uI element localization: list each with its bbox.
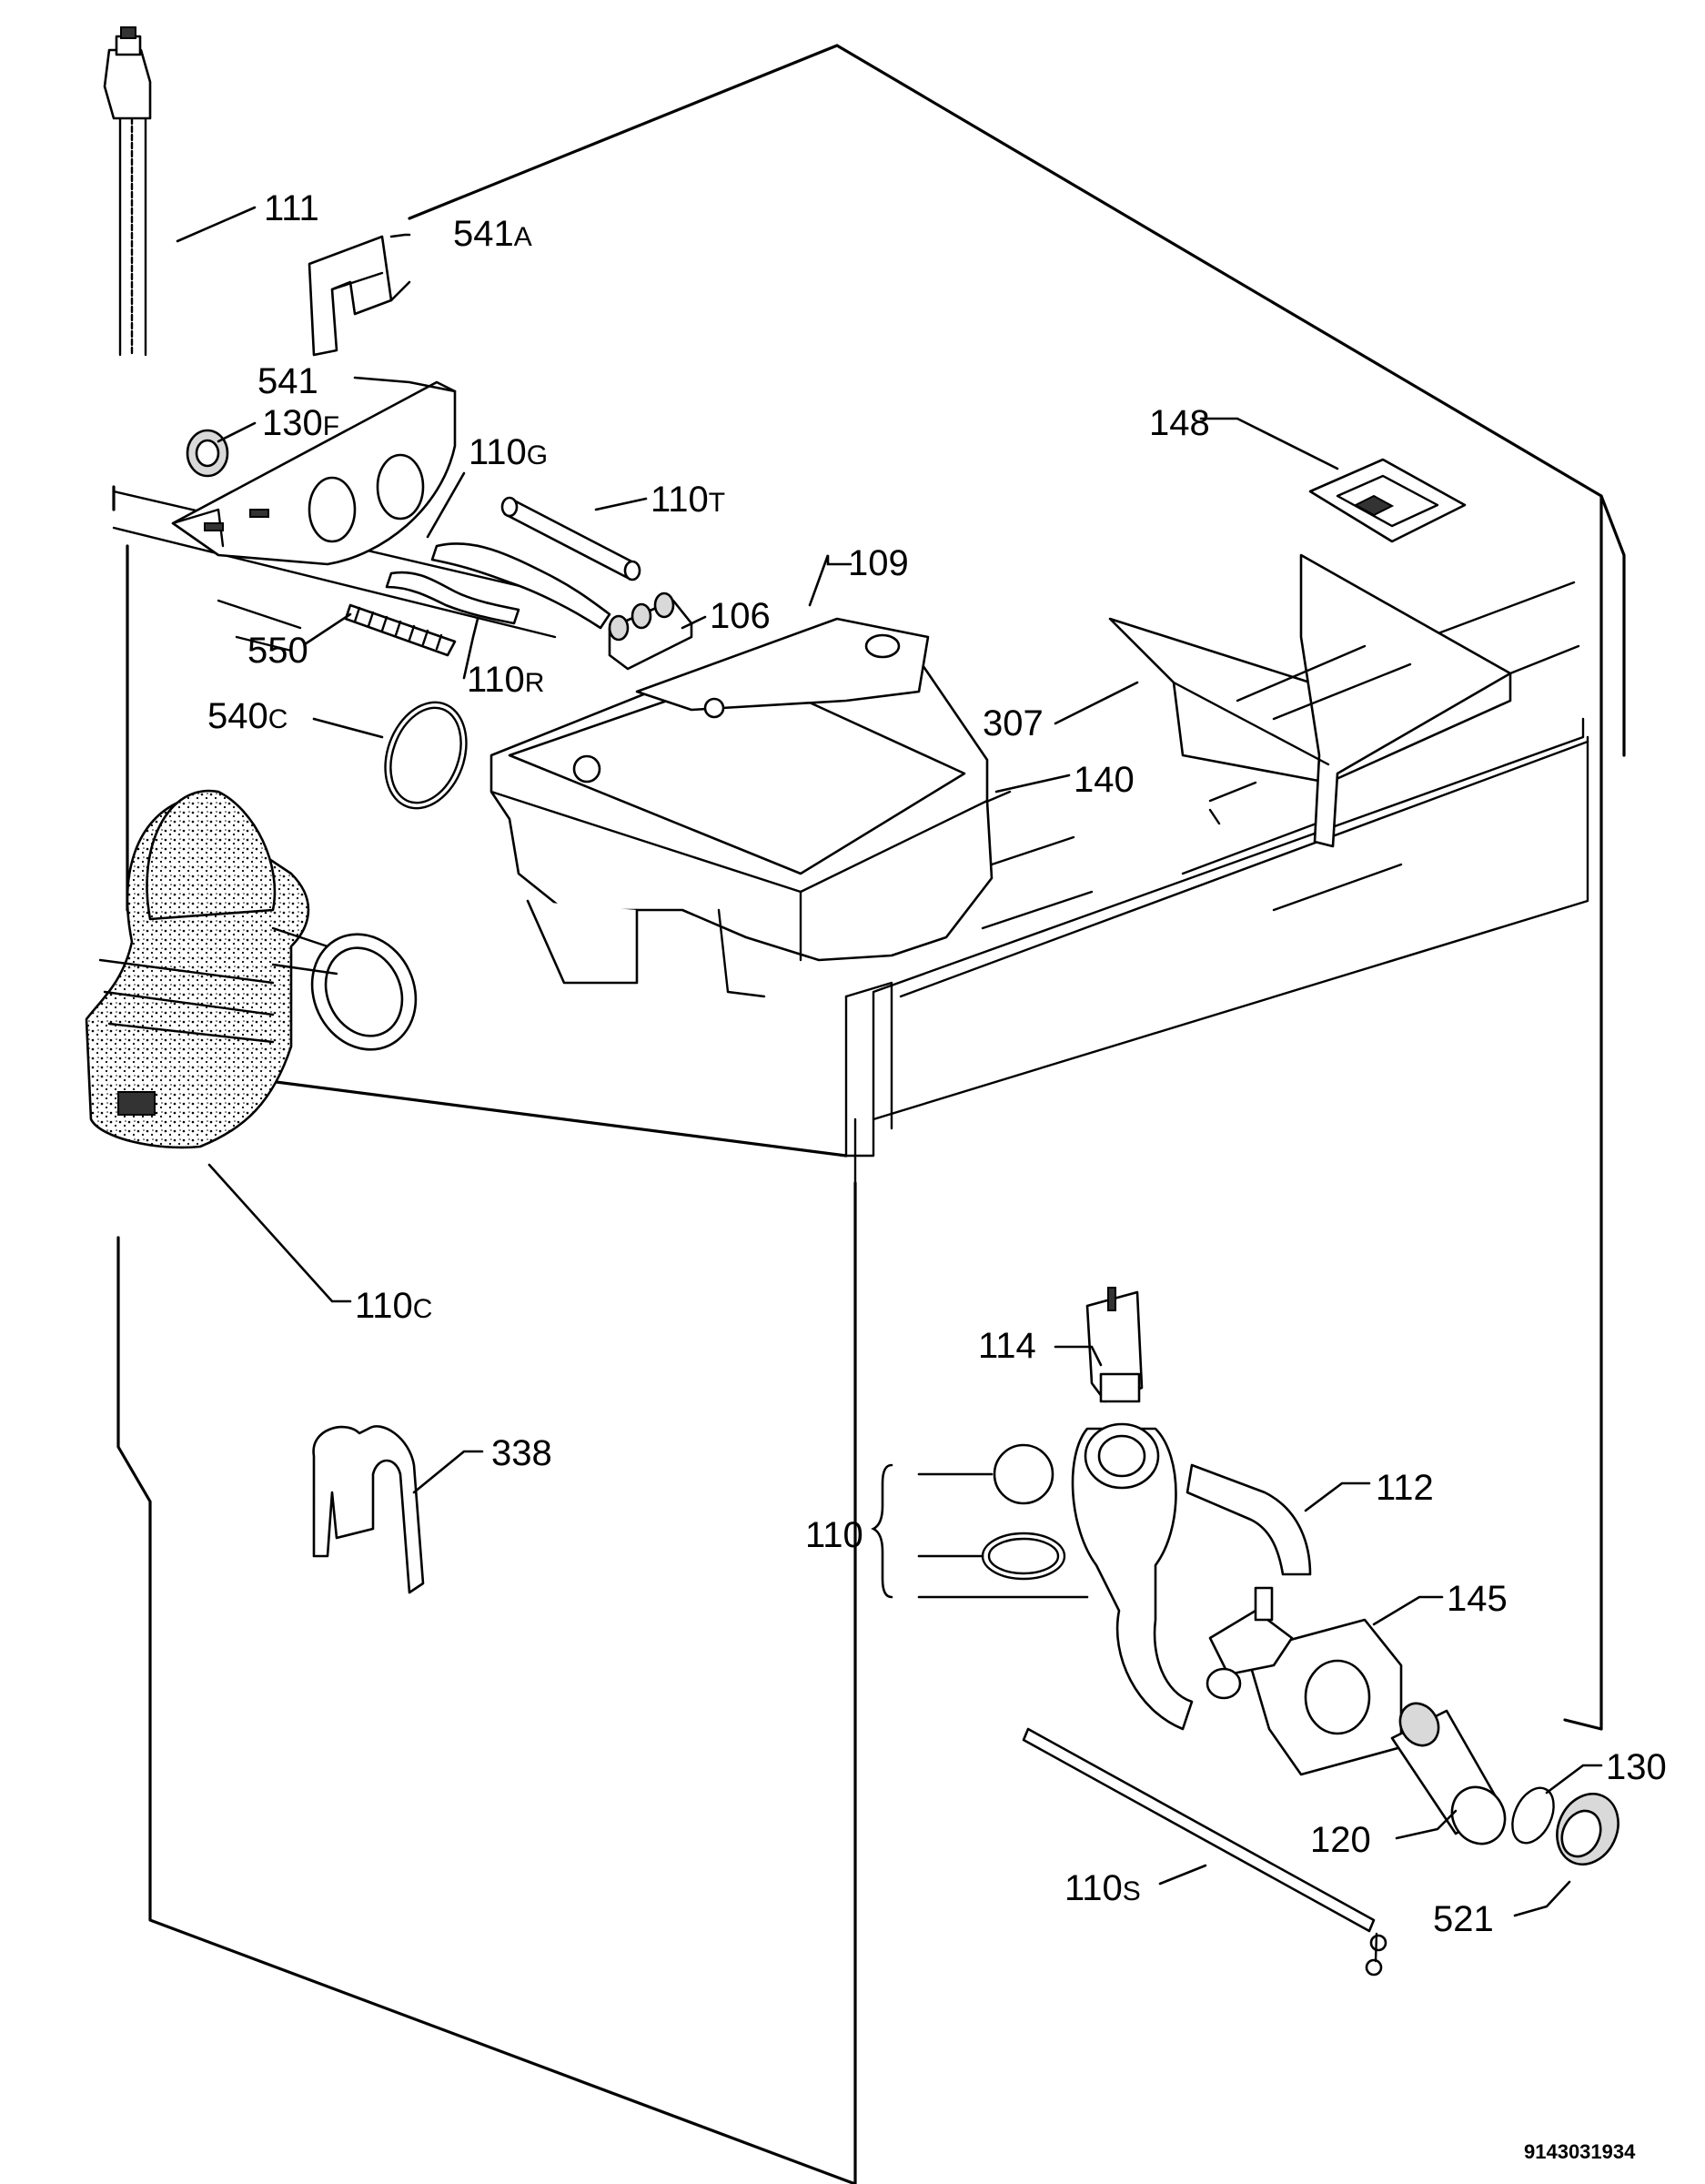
leader-lines [176, 206, 1603, 1917]
detergent-drawer-307 [1108, 553, 1512, 848]
part-labels: 111 541A 541 130F 110G 110T 148 109 106 … [207, 188, 1667, 2163]
label-114: 114 [978, 1326, 1036, 1366]
hose-110t [500, 496, 641, 581]
label-338: 338 [491, 1433, 552, 1473]
cap-521 [1556, 1793, 1619, 1866]
bellows-hose-110c [85, 789, 418, 1149]
valve-block-106 [608, 592, 693, 671]
label-521: 521 [1433, 1899, 1494, 1939]
clamp-541a [308, 235, 393, 357]
label-120: 120 [1310, 1820, 1371, 1860]
bracket-541 [171, 380, 457, 566]
label-109: 109 [848, 543, 909, 583]
inlet-hose-111 [103, 26, 152, 357]
rod-110s [1022, 1727, 1387, 1977]
level-chamber-114 [1085, 1287, 1144, 1403]
label-550: 550 [247, 631, 308, 671]
cabinet-outline [112, 44, 1626, 2184]
label-110: 110 [805, 1515, 863, 1555]
label-130: 130 [1606, 1747, 1667, 1787]
label-110r: 110R [467, 660, 544, 700]
ring-110 [981, 1532, 1066, 1581]
label-307: 307 [983, 703, 1044, 743]
label-110c: 110C [355, 1286, 432, 1326]
label-112: 112 [1376, 1468, 1434, 1508]
ring-130 [1511, 1786, 1555, 1845]
label-541a: 541A [453, 214, 532, 254]
ball-110 [993, 1443, 1054, 1505]
label-106: 106 [710, 596, 771, 636]
label-130f: 130F [262, 403, 339, 443]
clamp-338 [312, 1425, 425, 1594]
hose-110r [385, 571, 520, 625]
hose-110g [430, 542, 611, 630]
filter-120 [1390, 1702, 1507, 1845]
sump-hose [1071, 1422, 1194, 1731]
document-code: 9143031934 [1524, 2140, 1636, 2163]
label-110g: 110G [469, 432, 548, 472]
label-140: 140 [1074, 760, 1135, 800]
ring-540c [384, 701, 468, 810]
label-541: 541 [257, 361, 318, 401]
label-111: 111 [264, 188, 319, 228]
label-145: 145 [1447, 1579, 1508, 1619]
dispenser-housing-109 [489, 617, 994, 998]
hose-112 [1185, 1463, 1312, 1576]
label-110t: 110T [651, 480, 725, 520]
pump-145 [1206, 1586, 1403, 1776]
label-540c: 540C [207, 696, 288, 736]
label-148: 148 [1149, 403, 1210, 443]
spring-hose-550 [344, 603, 457, 657]
filter-148 [1308, 458, 1467, 543]
label-110s: 110S [1064, 1868, 1141, 1908]
nut-130f [186, 429, 229, 478]
